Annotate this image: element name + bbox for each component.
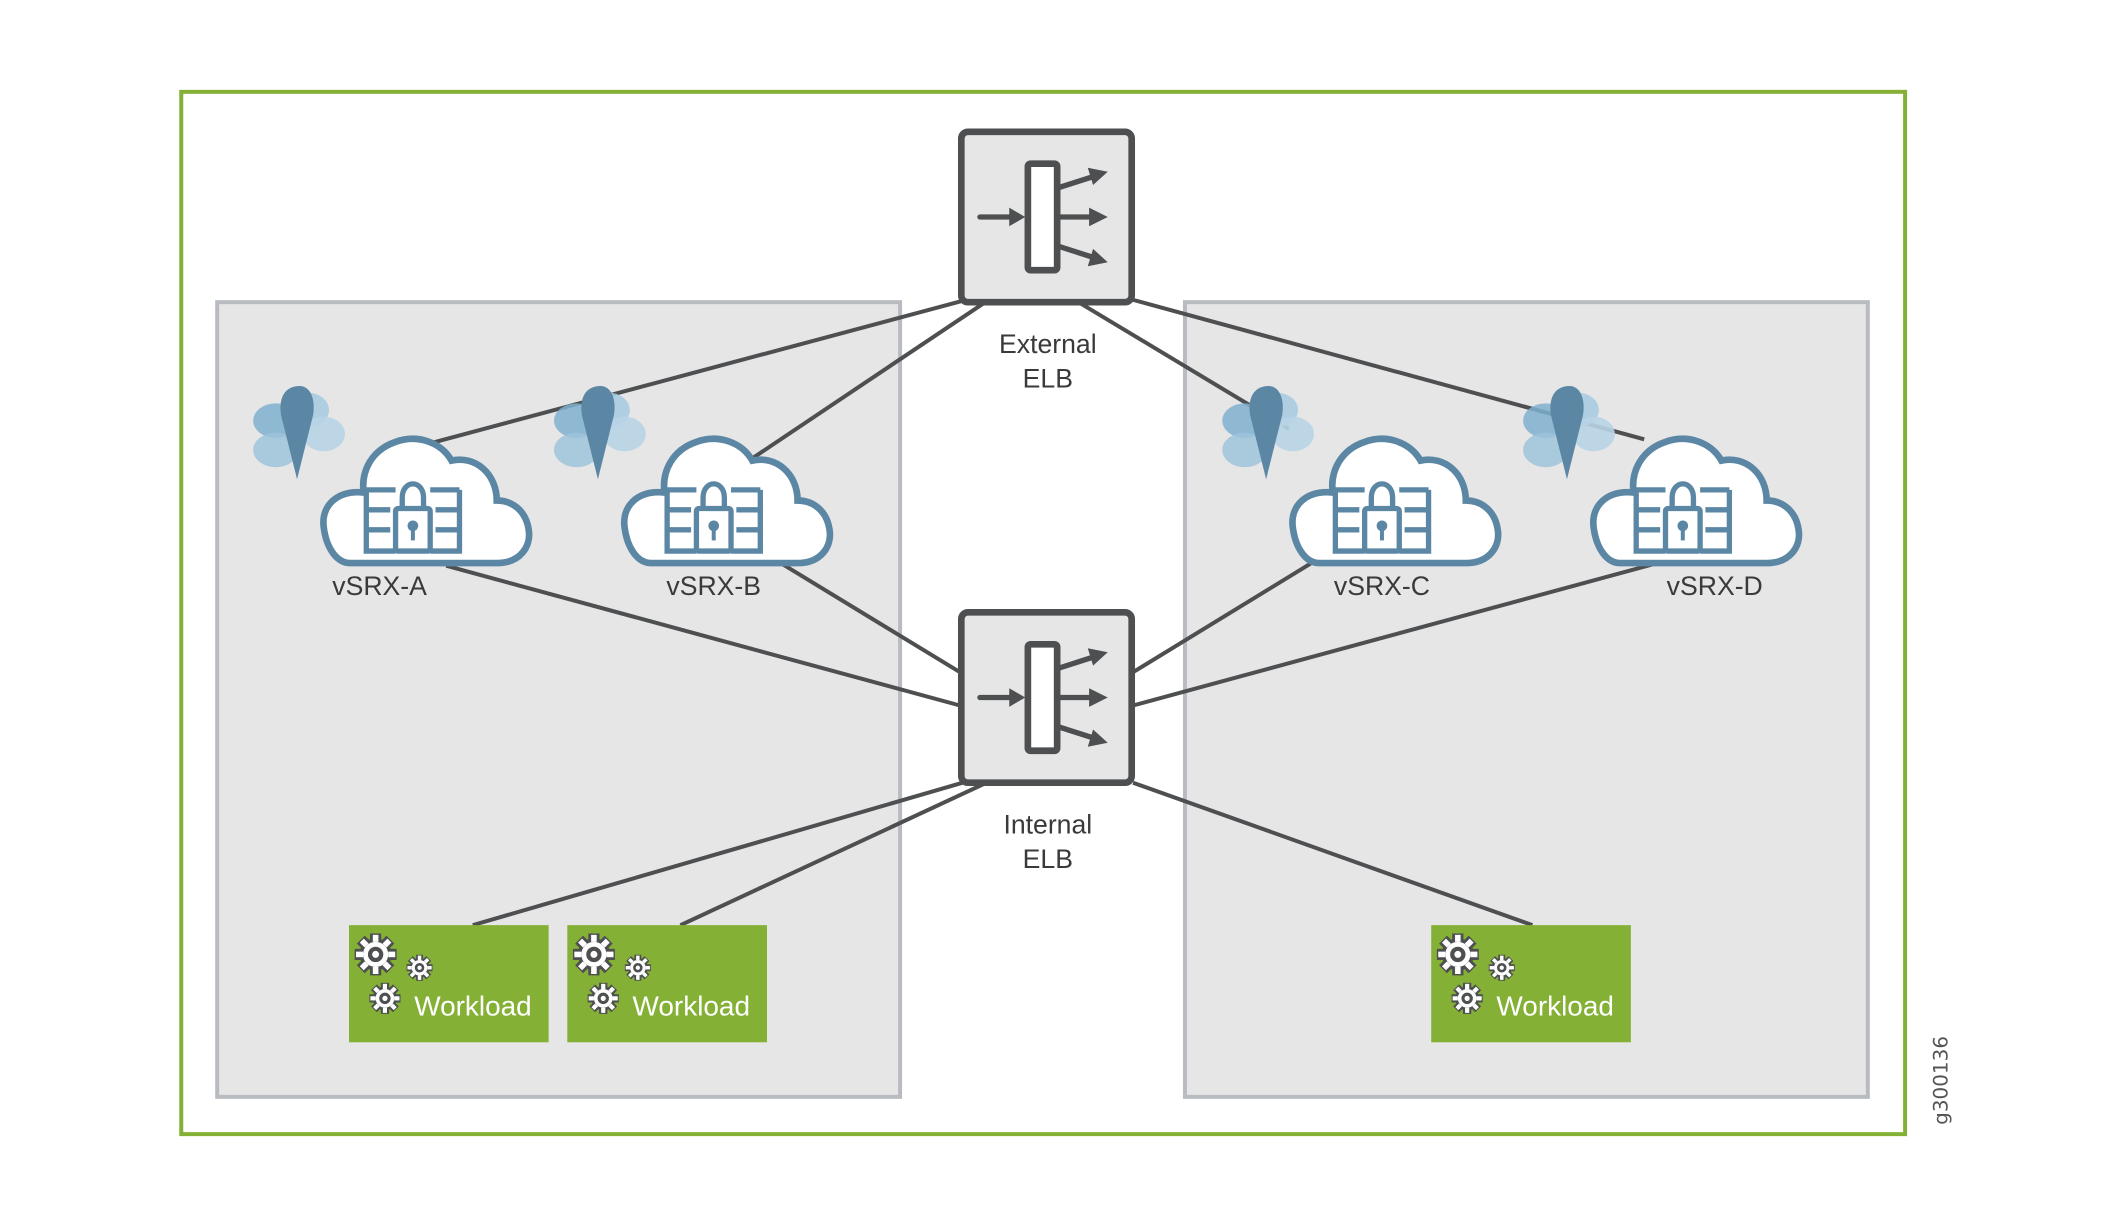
- vsrx-a-label: vSRX-A: [332, 571, 427, 601]
- vsrx-a[interactable]: vSRX-A: [253, 386, 529, 601]
- vsrx-c[interactable]: vSRX-C: [1222, 386, 1498, 601]
- workload-3-label: Workload: [1496, 991, 1614, 1022]
- external-elb-label-1: External: [999, 329, 1097, 359]
- link-int-vsrx-d: [1132, 561, 1659, 708]
- external-elb[interactable]: External ELB: [961, 132, 1131, 394]
- link-ext-vsrx-b: [745, 300, 987, 464]
- workload-3[interactable]: Workload: [1431, 925, 1631, 1042]
- workload-2[interactable]: Workload: [567, 925, 767, 1042]
- gears-icon: [349, 925, 549, 1042]
- load-balancer-icon: [961, 132, 1131, 302]
- vsrx-c-label: vSRX-C: [1334, 571, 1430, 601]
- external-elb-label-2: ELB: [1023, 363, 1073, 393]
- internal-elb-label-2: ELB: [1023, 844, 1073, 874]
- figure-id: g300136: [1929, 1036, 1953, 1125]
- load-balancer-icon: [961, 612, 1131, 782]
- link-int-vsrx-b: [781, 562, 962, 674]
- vsrx-d-label: vSRX-D: [1667, 571, 1763, 601]
- internal-elb-label-1: Internal: [1003, 809, 1092, 839]
- workload-1[interactable]: Workload: [349, 925, 549, 1042]
- gears-icon: [1431, 925, 1631, 1042]
- vsrx-b[interactable]: vSRX-B: [554, 386, 830, 601]
- link-ext-vsrx-a: [429, 298, 964, 446]
- gears-icon: [567, 925, 767, 1042]
- vsrx-d[interactable]: vSRX-D: [1523, 386, 1799, 601]
- vsrx-b-label: vSRX-B: [666, 571, 761, 601]
- link-int-workload-3: [1132, 780, 1534, 928]
- workload-2-label: Workload: [633, 991, 751, 1022]
- internal-elb[interactable]: Internal ELB: [961, 612, 1131, 874]
- link-int-workload-2: [679, 780, 988, 927]
- link-int-vsrx-a: [445, 563, 961, 708]
- workload-1-label: Workload: [414, 991, 531, 1022]
- link-int-workload-1: [472, 780, 964, 928]
- link-int-vsrx-c: [1131, 561, 1313, 674]
- connections: [429, 297, 1659, 928]
